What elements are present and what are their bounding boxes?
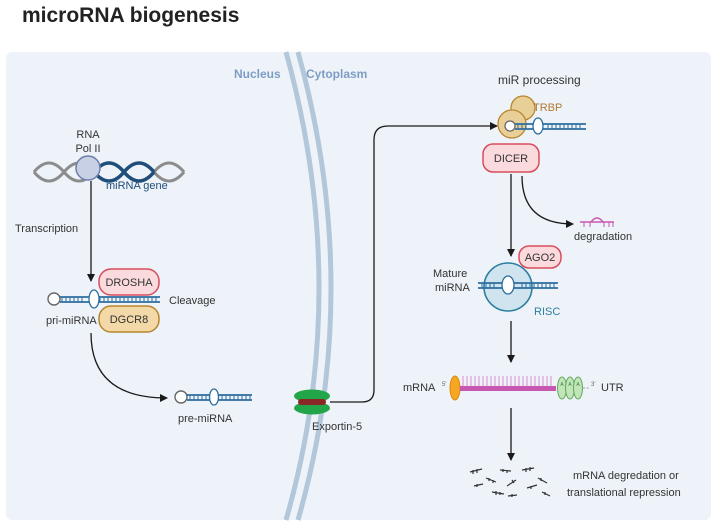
mrna-fragments-icon [469,467,551,497]
pre-mirna-label: pre-miRNA [178,413,233,425]
trbp-label: TRBP [533,102,562,114]
poly-a-label-3: A [576,382,580,388]
mature-label: Mature [433,268,467,280]
dna-helix-icon [32,161,186,183]
export-to-cytoplasm-arrow [330,122,498,403]
outcome-line-2: translational repression [567,487,681,499]
nuclear-envelope [283,51,334,521]
ago2-protein [518,245,562,269]
cleavage-to-pre-mirna-arrow [90,332,168,402]
risc-label: RISC [534,306,560,318]
three-prime-label: 3' [591,382,595,388]
drosha-label: DROSHA [105,277,153,289]
outcome-line-1: mRNA degredation or [573,470,679,482]
pri-mirna-label: pri-miRNA [46,315,97,327]
exportin-5-icon [294,389,330,415]
mirna-gene-label: miRNA gene [106,180,168,192]
poly-a-label-2: A [568,382,572,388]
nucleus-label: Nucleus [234,67,281,81]
exportin-5-label: Exportin-5 [312,421,362,433]
cleavage-label: Cleavage [169,295,215,307]
rna-pol-ii-icon [75,155,101,181]
mir-processing-label: miR processing [498,73,581,87]
drosha-protein [98,268,160,296]
mirna-label: miRNA [435,282,470,294]
cytoplasm-label: Cytoplasm [306,67,367,81]
dicer-label: DICER [494,153,528,165]
mirna-duplex-icon [504,117,586,135]
degradation-arrow [521,175,574,228]
pol-ii-label: Pol II [75,143,100,155]
pri-mirna-hairpin-icon [47,289,160,309]
poly-a-tail-icon [557,376,583,400]
degradation-label: degradation [574,231,632,243]
five-prime-label: 5' [442,382,446,388]
rna-pol-label: RNA [76,129,100,141]
poly-a-label-1: A [560,382,564,388]
ago2-label: AGO2 [525,252,556,264]
dgcr8-label: DGCR8 [110,314,149,326]
dicer-protein [482,143,540,173]
utr-label: UTR [601,382,624,394]
five-prime-cap-icon [449,375,461,401]
mature-mirna-icon [478,275,558,295]
pre-mirna-hairpin-icon [174,388,252,406]
diagram-title: microRNA biogenesis [22,4,240,27]
transcription-label: Transcription [15,223,78,235]
mrna-strand-bases [462,376,552,386]
mrna-strand [460,386,556,391]
mrna-label: mRNA [403,382,436,394]
dgcr8-protein [98,305,160,333]
degraded-strand-icon [580,217,614,227]
